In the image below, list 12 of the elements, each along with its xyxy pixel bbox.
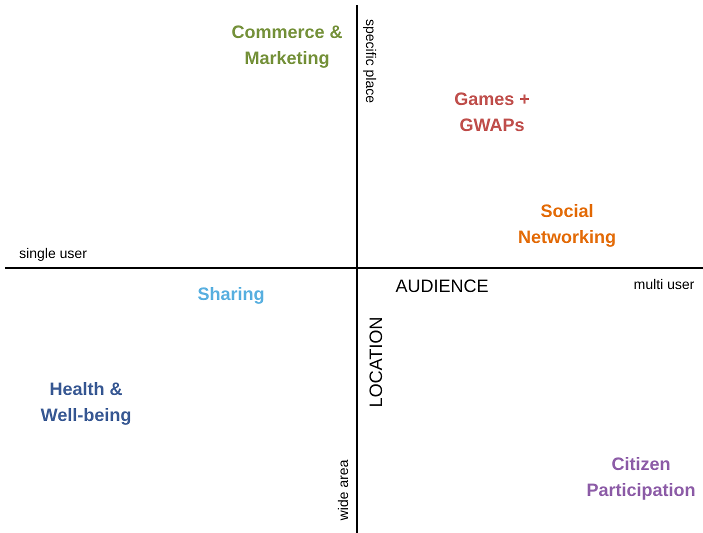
axis-label: wide area: [334, 460, 352, 520]
category-label: Citizen Participation: [585, 452, 697, 502]
category-label: Social Networking: [516, 200, 617, 249]
axis-label: single user: [19, 244, 87, 263]
axis-title: LOCATION: [364, 316, 387, 408]
axis-label: specific place: [362, 18, 380, 104]
category-label: Games + GWAPs: [453, 88, 531, 137]
axis-title: AUDIENCE: [396, 274, 488, 298]
category-label: Sharing: [198, 282, 264, 306]
category-label: Health & Well-being: [40, 378, 132, 427]
axis-label: multi user: [634, 274, 694, 294]
category-label: Commerce & Marketing: [230, 20, 344, 70]
